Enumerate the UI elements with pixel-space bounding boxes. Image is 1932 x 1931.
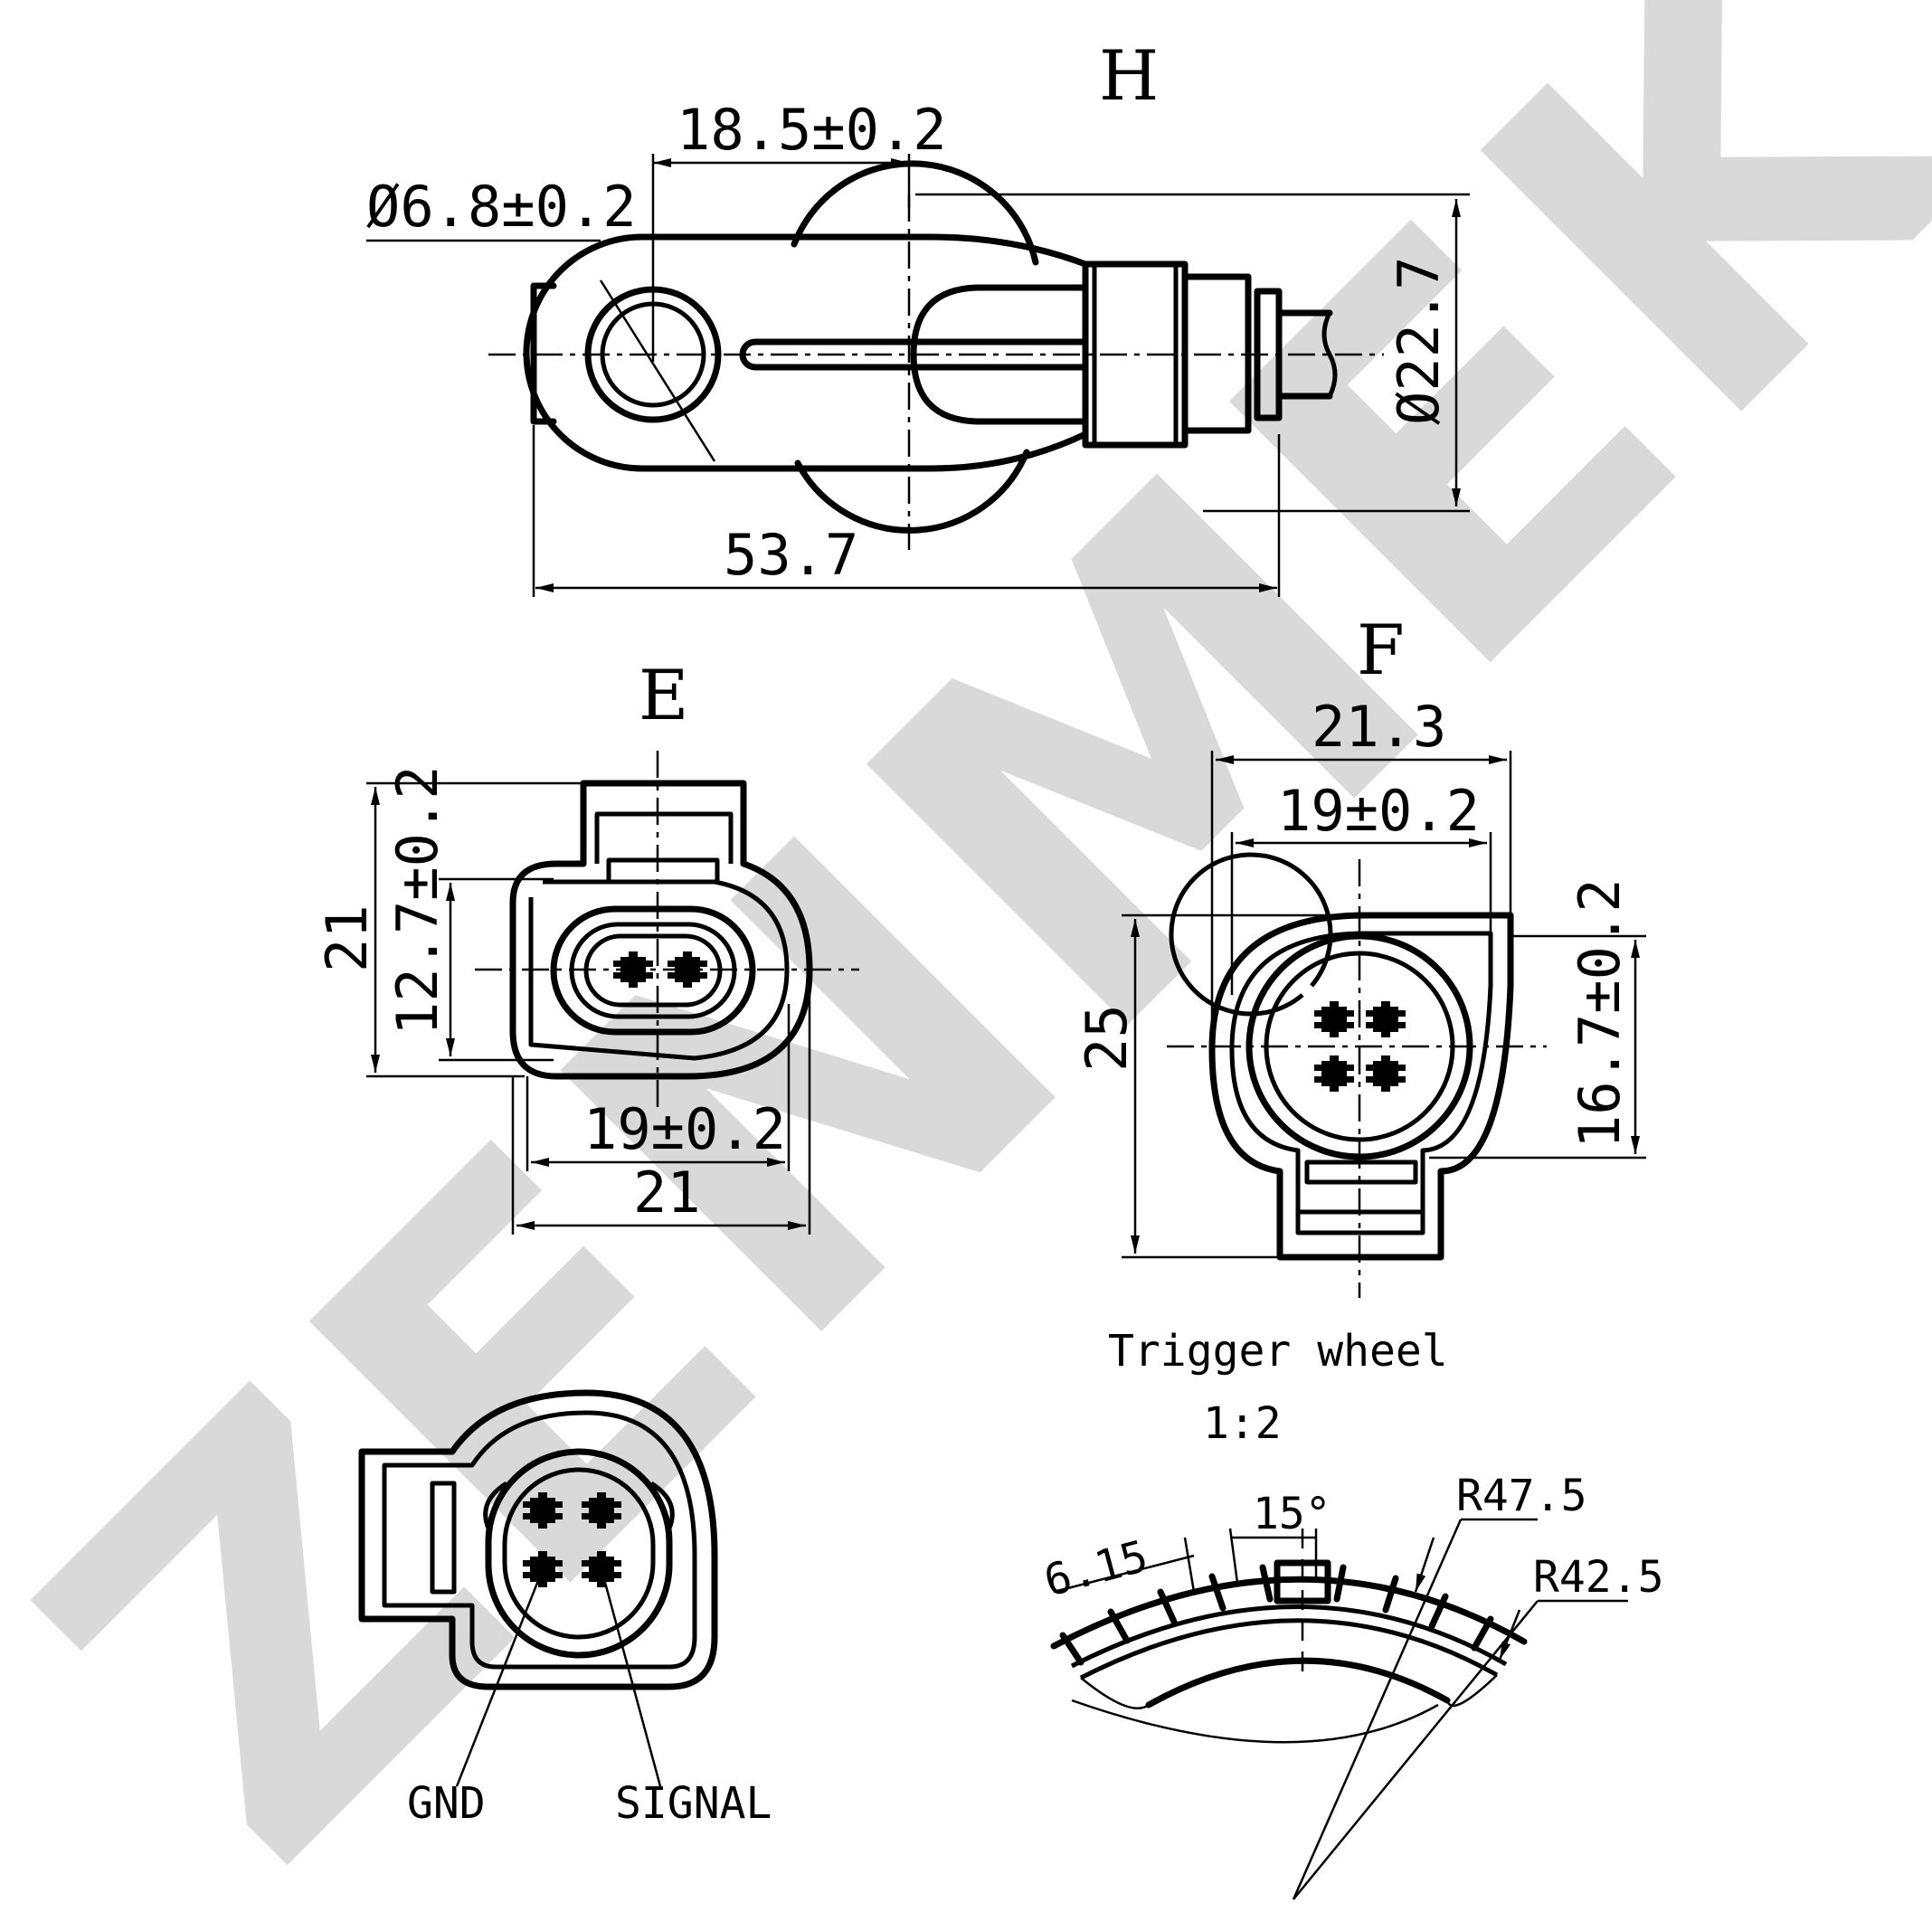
dim-hole-diameter: Ø6.8±0.2: [366, 174, 637, 240]
trigger-wheel-scale: 1:2: [1203, 1398, 1282, 1449]
dim-f-height: 25: [1074, 1004, 1140, 1072]
dim-e-inner-width: 19±0.2: [583, 1096, 786, 1162]
dim-f-inner-height: 16.7±0.2: [1567, 878, 1633, 1149]
view-f-title: F: [1357, 610, 1405, 690]
dim-tooth-angle: 15°: [1253, 1489, 1331, 1539]
dim-tooth-width: 6.15: [1039, 1531, 1153, 1607]
dim-center-distance: 18.5±0.2: [677, 97, 947, 163]
view-h-title: H: [1099, 35, 1159, 116]
dim-f-inner-width: 19±0.2: [1277, 778, 1480, 844]
dim-f-outer-width: 21.3: [1312, 694, 1446, 760]
dim-inner-radius: R42.5: [1533, 1552, 1664, 1603]
view-connector: GND SIGNAL: [358, 1389, 772, 1829]
dim-outer-radius: R47.5: [1456, 1471, 1587, 1521]
dim-total-length: 53.7: [724, 522, 858, 588]
view-f: F 21.3 19±0.2 25 16.7±0.2: [1074, 610, 1646, 1298]
trigger-wheel-title: Trigger wheel: [1108, 1326, 1448, 1377]
dim-e-width: 21: [633, 1160, 701, 1226]
label-signal: SIGNAL: [615, 1778, 772, 1829]
view-trigger-wheel: Trigger wheel 1:2: [1039, 1326, 1664, 1900]
view-h: H: [366, 35, 1470, 597]
dim-e-height: 21: [314, 904, 380, 972]
dim-body-diameter: Ø22.7: [1386, 256, 1452, 425]
view-e-title: E: [639, 655, 688, 735]
trigger-teeth: [1059, 1559, 1494, 1666]
view-e: E 21 12.7±0.2 19±0.2 21: [314, 655, 859, 1235]
label-gnd: GND: [407, 1778, 486, 1829]
dim-e-inner-height: 12.7±0.2: [384, 765, 450, 1036]
